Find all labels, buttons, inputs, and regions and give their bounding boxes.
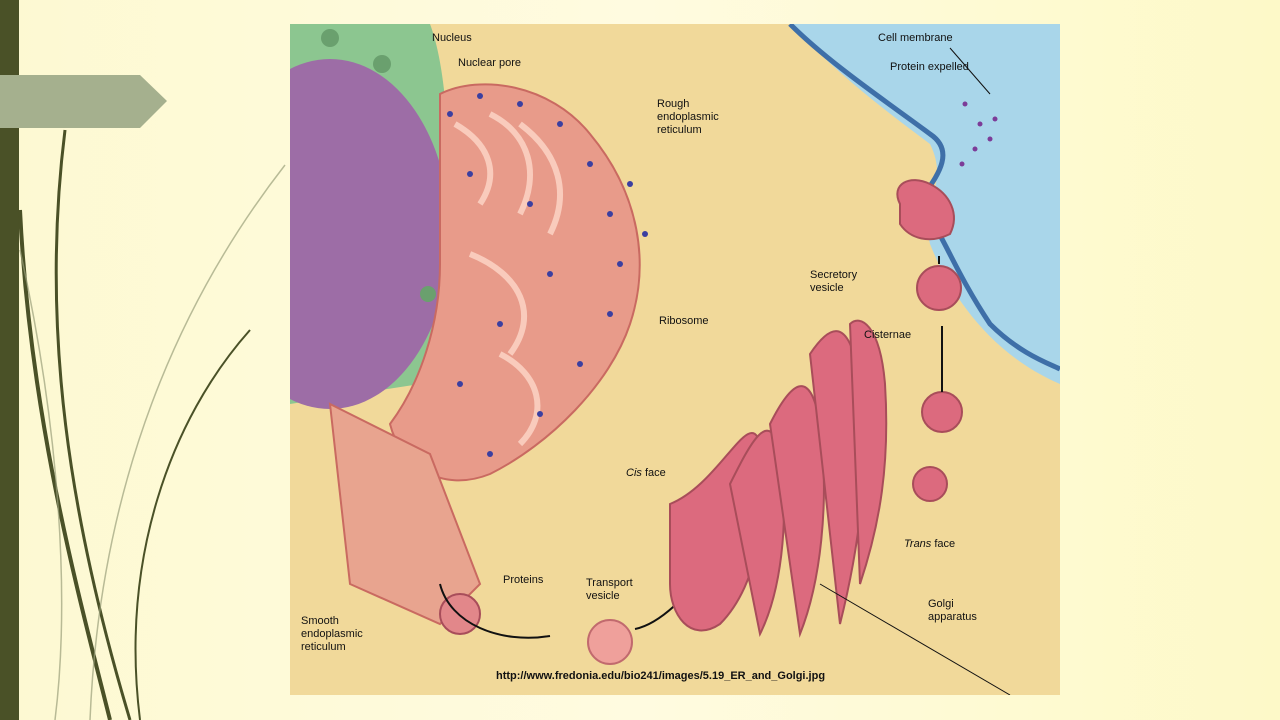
er-golgi-illustration bbox=[290, 24, 1060, 695]
ribosomes bbox=[447, 93, 648, 457]
label-trans-face: Trans face bbox=[904, 538, 956, 550]
label-cell-membrane: Cell membrane bbox=[878, 32, 953, 44]
nuclear-pore-3 bbox=[420, 286, 436, 302]
er-folds bbox=[453, 111, 563, 447]
nuclear-pore-2 bbox=[373, 55, 391, 73]
nuclear-pore-1 bbox=[321, 29, 339, 47]
golgi-stack bbox=[669, 319, 888, 638]
golgi-vesicles bbox=[912, 265, 963, 502]
label-nucleus: Nucleus bbox=[432, 32, 472, 44]
label-nuclear-pore: Nuclear pore bbox=[458, 57, 521, 69]
label-cisternae: Cisternae bbox=[864, 329, 912, 341]
arrow-up-secretion bbox=[938, 256, 943, 392]
label-proteins: Proteins bbox=[503, 574, 544, 586]
label-transport-vesicle: Transport vesicle bbox=[586, 577, 633, 602]
label-golgi-apparatus: Golgi apparatus bbox=[928, 598, 977, 623]
slide-tab-shape bbox=[0, 75, 167, 128]
label-ribosome: Ribosome bbox=[659, 315, 709, 327]
accent-bar bbox=[0, 0, 19, 720]
extracellular-space bbox=[790, 24, 1060, 384]
figure-source-caption: http://www.fredonia.edu/bio241/images/5.… bbox=[496, 670, 826, 682]
label-secretory-vesicle: Secretory vesicle bbox=[810, 269, 858, 294]
nucleus-shape bbox=[290, 59, 450, 409]
arrow-er-to-vesicle bbox=[439, 583, 551, 639]
transport-vesicle-shape bbox=[587, 619, 633, 665]
decorative-swirls bbox=[18, 129, 286, 720]
label-smooth-er: Smooth endoplasmic reticulum bbox=[301, 615, 363, 653]
label-cis-face: Cis face bbox=[626, 467, 666, 479]
er-golgi-figure: Nucleus Nuclear pore Rough endoplasmic r… bbox=[290, 24, 1060, 695]
exocytosis-vesicle bbox=[896, 179, 955, 241]
protein-dots bbox=[959, 101, 998, 167]
label-rough-er: Rough endoplasmic reticulum bbox=[657, 98, 719, 136]
label-protein-expelled: Protein expelled bbox=[890, 61, 969, 73]
